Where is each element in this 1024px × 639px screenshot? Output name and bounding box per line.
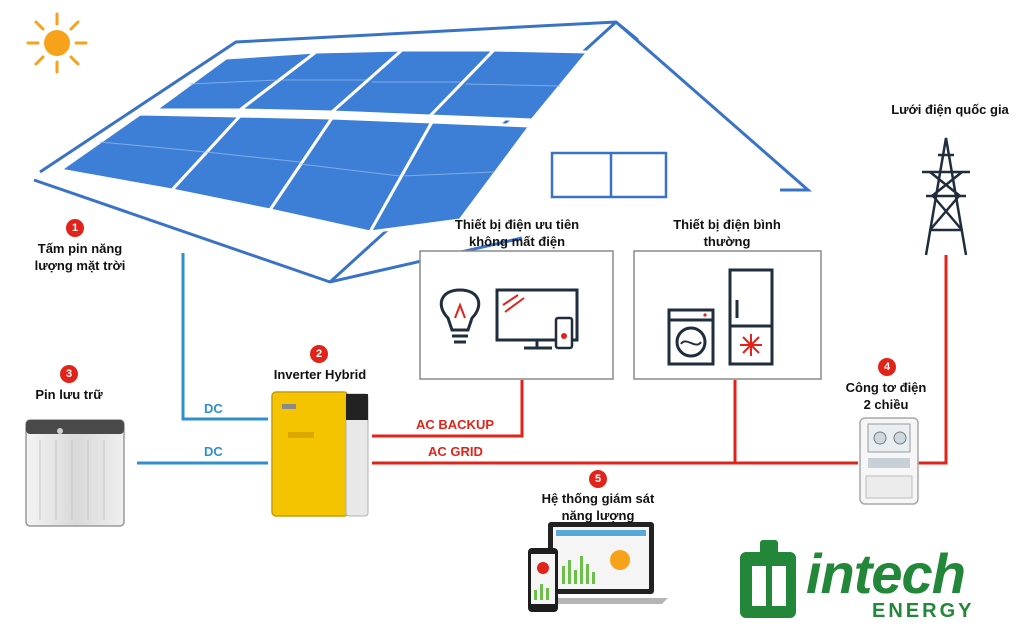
meter-number-badge: 4 xyxy=(878,358,896,376)
meter-label-line1: Công tơ điện xyxy=(845,380,927,395)
electricity-meter-icon xyxy=(859,417,919,505)
solar-panel-label-line1: Tấm pin năng xyxy=(37,241,123,256)
panel-number-badge: 1 xyxy=(66,219,84,237)
solar-panel-label: Tấm pin năng lượng mặt trời xyxy=(20,240,140,274)
storage-battery-icon xyxy=(25,419,125,527)
logo-wordmark: intech xyxy=(806,542,966,605)
intech-logo-mark xyxy=(740,540,796,618)
ac-backup-label: AC BACKUP xyxy=(416,417,494,432)
ac-grid-label: AC GRID xyxy=(428,444,483,459)
television-icon xyxy=(495,288,579,350)
logo-subtitle: ENERGY xyxy=(872,600,975,622)
priority-loads-label: Thiết bị điện ưu tiên không mất điện xyxy=(430,216,604,250)
dc-battery-label: DC xyxy=(204,444,223,459)
refrigerator-icon xyxy=(728,268,774,366)
inverter-icon xyxy=(271,391,369,517)
monitor-label: Hệ thống giám sát năng lượng xyxy=(520,490,676,524)
solar-panel-array xyxy=(56,48,592,234)
monitoring-devices-icon xyxy=(528,522,668,612)
grid-wire xyxy=(918,255,948,465)
ac-backup-wire xyxy=(372,380,524,438)
house-window xyxy=(550,151,668,199)
normal-loads-label: Thiết bị điện bình thường xyxy=(644,216,810,250)
normal-loads-box xyxy=(633,250,822,380)
monitor-label-line2: năng lượng xyxy=(561,508,635,523)
dc-panel-label: DC xyxy=(204,401,223,416)
priority-loads-label-line2: không mất điện xyxy=(468,234,566,249)
sun-icon xyxy=(26,12,88,74)
grid-label: Lưới điện quốc gia xyxy=(891,102,1009,117)
monitor-label-line1: Hệ thống giám sát xyxy=(541,491,655,506)
normal-loads-label-line1: Thiết bị điện bình xyxy=(673,217,781,232)
dc-wire-panel xyxy=(181,253,268,421)
monitor-number-badge: 5 xyxy=(589,470,607,488)
normal-loads-label-line2: thường xyxy=(703,234,751,249)
light-bulb-icon xyxy=(439,288,481,344)
washing-machine-icon xyxy=(667,308,715,366)
solar-panel-label-line2: lượng mặt trời xyxy=(34,258,126,273)
inverter-number-badge: 2 xyxy=(310,345,328,363)
battery-number-badge: 3 xyxy=(60,365,78,383)
battery-label: Pin lưu trữ xyxy=(35,387,103,402)
meter-label: Công tơ điện 2 chiều xyxy=(826,379,946,413)
priority-loads-label-line1: Thiết bị điện ưu tiên xyxy=(454,217,580,232)
meter-label-line2: 2 chiều xyxy=(863,397,909,412)
transmission-tower-icon xyxy=(922,137,970,256)
inverter-label: Inverter Hybrid xyxy=(273,367,367,382)
